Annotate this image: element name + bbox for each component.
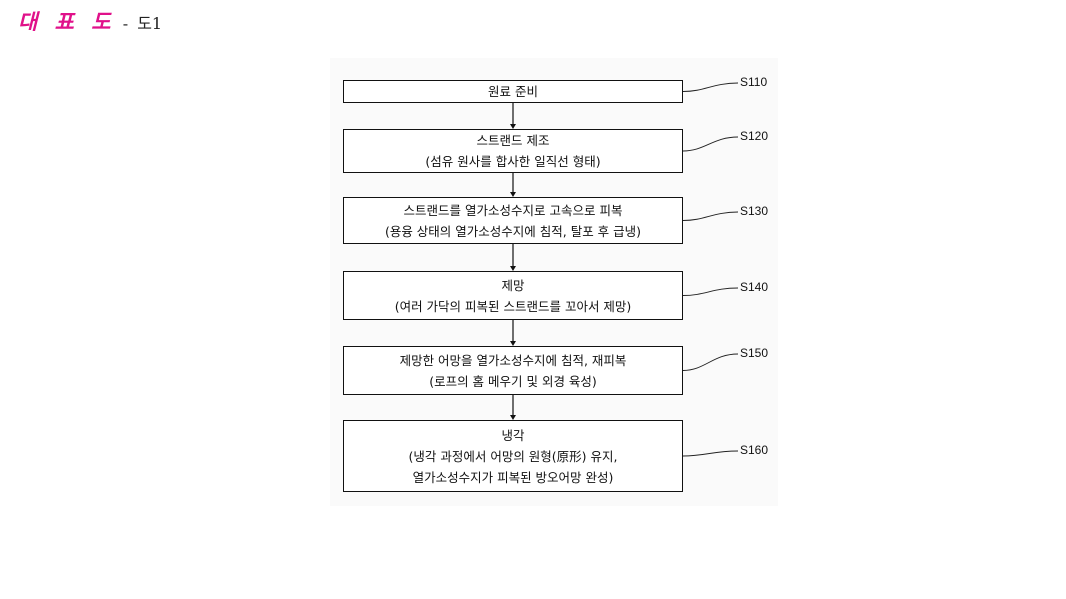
step-box-s160: 냉각(냉각 과정에서 어망의 원형(原形) 유지,열가소성수지가 피복된 방오어… bbox=[343, 420, 683, 492]
step-box-s130: 스트랜드를 열가소성수지로 고속으로 피복(용융 상태의 열가소성수지에 침적,… bbox=[343, 197, 683, 244]
step-text-line: 열가소성수지가 피복된 방오어망 완성) bbox=[413, 467, 614, 488]
step-box-s150: 제망한 어망을 열가소성수지에 침적, 재피복(로프의 홈 메우기 및 외경 육… bbox=[343, 346, 683, 395]
step-text-line: 스트랜드 제조 bbox=[477, 130, 550, 151]
step-tag: S160 bbox=[740, 443, 768, 457]
step-box-s140: 제망(여러 가닥의 피복된 스트랜드를 꼬아서 제망) bbox=[343, 271, 683, 320]
step-text-line: 원료 준비 bbox=[488, 81, 538, 102]
step-text-line: (섬유 원사를 합사한 일직선 형태) bbox=[425, 151, 600, 172]
leader-line bbox=[683, 212, 738, 221]
leader-line bbox=[683, 288, 738, 296]
leader-line bbox=[683, 354, 738, 371]
step-text-line: (냉각 과정에서 어망의 원형(原形) 유지, bbox=[409, 446, 618, 467]
step-tag: S150 bbox=[740, 346, 768, 360]
step-box-s110: 원료 준비 bbox=[343, 80, 683, 103]
step-text-line: 냉각 bbox=[501, 425, 524, 446]
step-box-s120: 스트랜드 제조(섬유 원사를 합사한 일직선 형태) bbox=[343, 129, 683, 173]
step-text-line: 제망한 어망을 열가소성수지에 침적, 재피복 bbox=[400, 350, 627, 371]
step-text-line: (여러 가닥의 피복된 스트랜드를 꼬아서 제망) bbox=[395, 296, 632, 317]
leader-line bbox=[683, 451, 738, 456]
step-tag: S120 bbox=[740, 129, 768, 143]
step-tag: S110 bbox=[740, 75, 767, 89]
leader-line bbox=[683, 137, 738, 151]
step-tag: S140 bbox=[740, 280, 768, 294]
step-tag: S130 bbox=[740, 204, 768, 218]
leader-line bbox=[683, 83, 738, 92]
step-text-line: 제망 bbox=[501, 275, 524, 296]
step-text-line: (로프의 홈 메우기 및 외경 육성) bbox=[429, 371, 597, 392]
step-text-line: (용융 상태의 열가소성수지에 침적, 탈포 후 급냉) bbox=[385, 221, 641, 242]
step-text-line: 스트랜드를 열가소성수지로 고속으로 피복 bbox=[404, 200, 623, 221]
